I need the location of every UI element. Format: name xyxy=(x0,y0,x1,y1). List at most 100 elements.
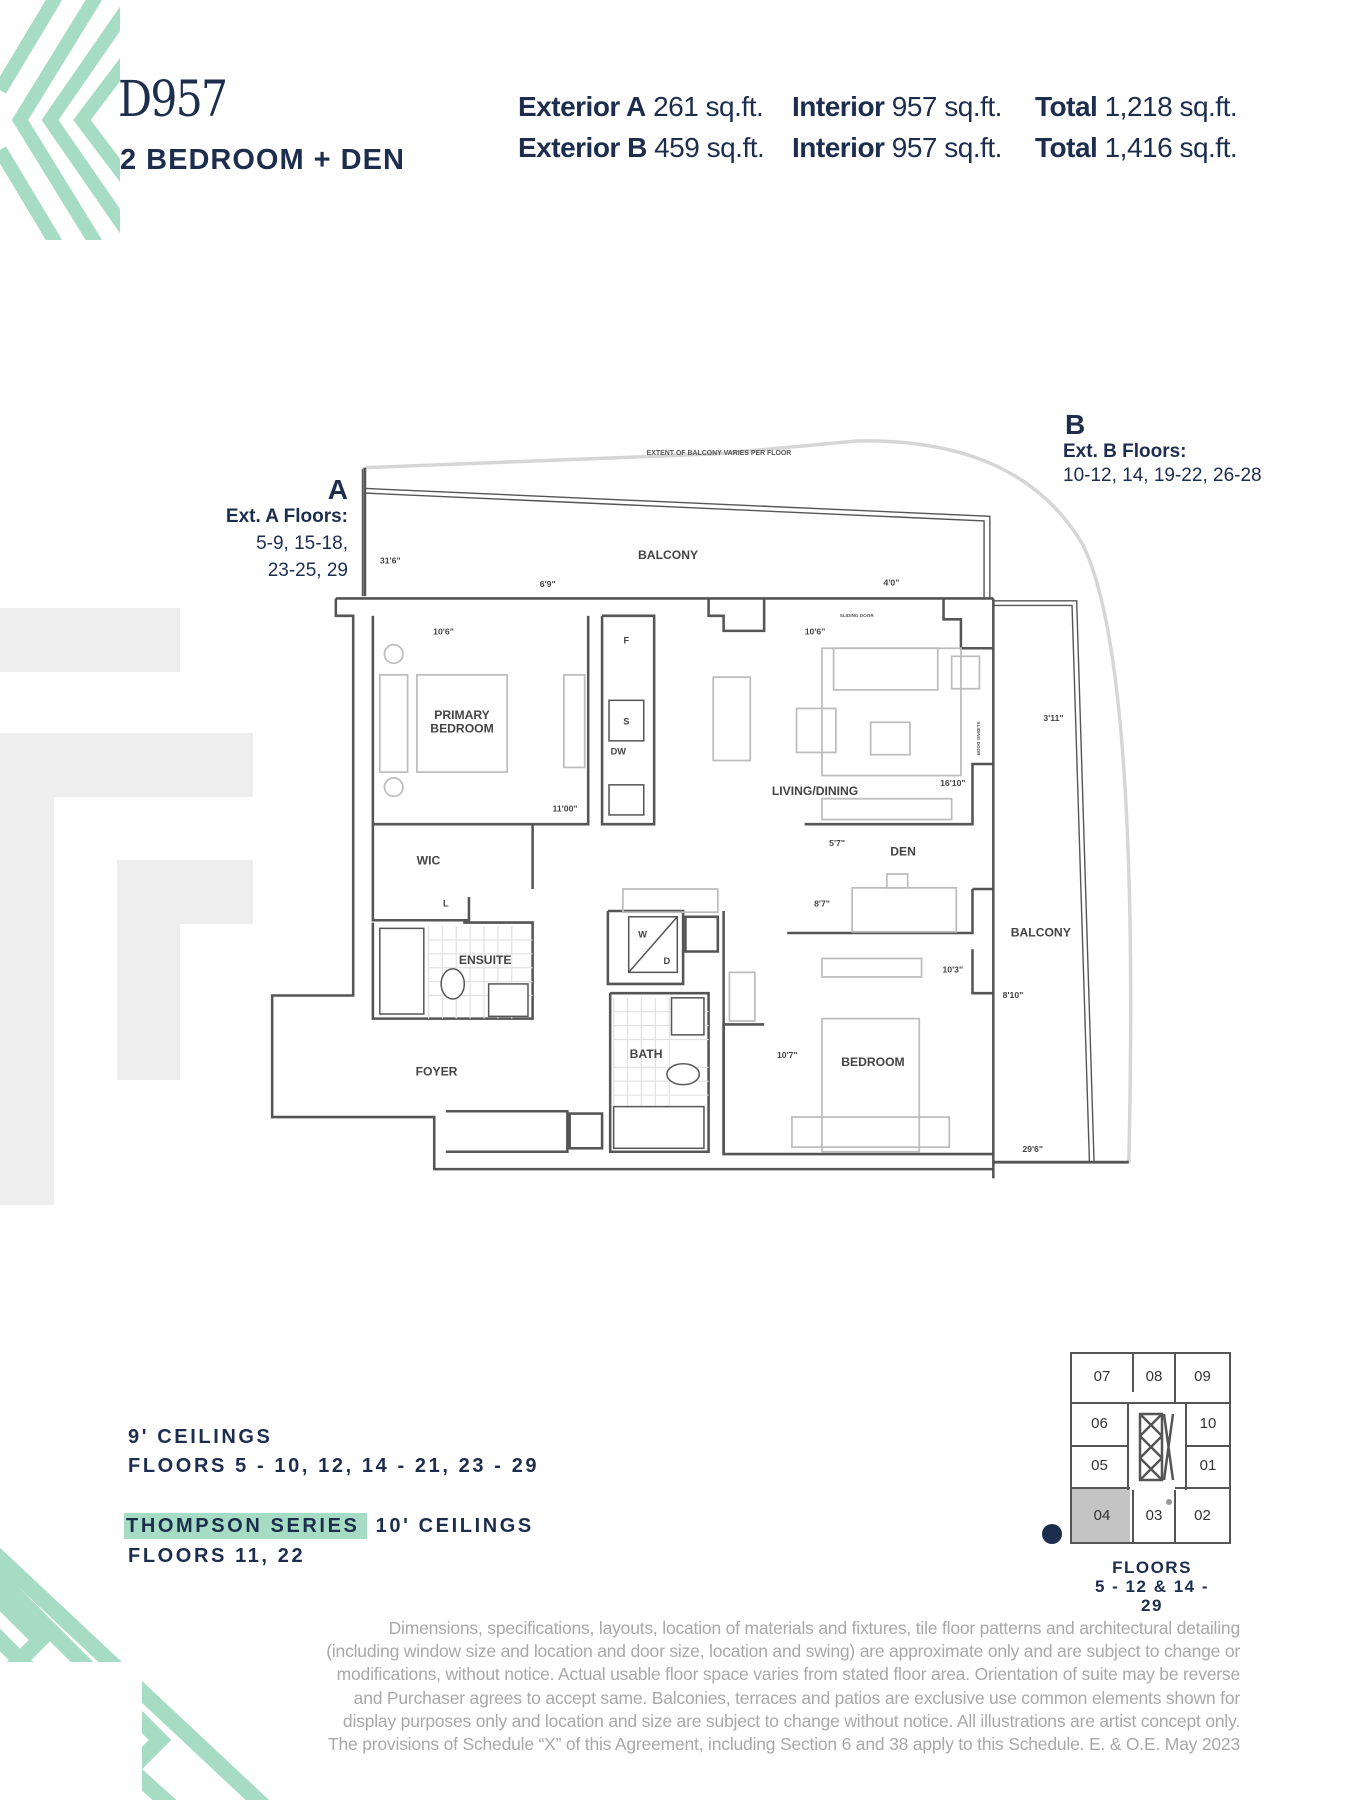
disclaimer-line: modifications, without notice. Actual us… xyxy=(336,1664,1241,1685)
dim-bedroom-width: 10'3" xyxy=(942,964,963,974)
total-value: 1,218 sq.ft. xyxy=(1104,91,1238,122)
unit-type: 2 BEDROOM + DEN xyxy=(120,144,405,176)
plumbing-fixtures xyxy=(379,699,705,1150)
unit-code: D957 xyxy=(118,70,228,128)
balcony-extent-line xyxy=(365,452,718,470)
exterior-a-title: Ext. A Floors: xyxy=(225,506,348,527)
exterior-a-letter: A xyxy=(327,474,348,505)
furniture xyxy=(378,643,981,1153)
room-label-bath: BATH xyxy=(630,1047,663,1061)
top-left-pattern xyxy=(0,0,120,240)
dim-bedroom-length: 10'7" xyxy=(777,1050,798,1060)
keyplan-unit: 07 xyxy=(1093,1368,1111,1385)
ceiling-standard-floors: FLOORS 5 - 10, 12, 14 - 21, 23 - 29 xyxy=(128,1455,540,1477)
ceiling-series-floors: FLOORS 11, 22 xyxy=(128,1545,306,1567)
total-label: Total xyxy=(1035,132,1098,163)
interior-label: Interior xyxy=(792,91,885,122)
note-sliding-door-1: SLIDING DOOR xyxy=(840,613,875,618)
exterior-a-legend: A Ext. A Floors: 5-9, 15-18, 23-25, 29 xyxy=(226,476,348,584)
room-label-foyer: FOYER xyxy=(416,1064,458,1078)
disclaimer-line: Dimensions, specifications, layouts, loc… xyxy=(388,1618,1241,1638)
interior-value: 957 sq.ft. xyxy=(891,91,1003,122)
keyplan-unit: 06 xyxy=(1091,1415,1108,1432)
disclaimer-line: The provisions of Schedule “X” of this A… xyxy=(327,1734,1240,1755)
keyplan-unit: 09 xyxy=(1194,1368,1211,1385)
exterior-label: Exterior B xyxy=(518,132,647,163)
ceiling-series-row: THOMPSON SERIES 10' CEILINGS xyxy=(124,1513,534,1539)
exterior-b-title: Ext. B Floors: xyxy=(1063,441,1187,462)
room-label-bedroom: BEDROOM xyxy=(841,1055,904,1069)
exterior-value: 459 sq.ft. xyxy=(654,132,765,163)
keyplan-unit: 01 xyxy=(1199,1457,1217,1474)
exterior-value: 261 sq.ft. xyxy=(653,91,764,122)
room-label-balcony-a: BALCONY xyxy=(638,548,698,562)
keyplan-highlight-unit xyxy=(1071,1488,1130,1543)
pattern-cutout xyxy=(0,1662,142,1800)
thompson-series-badge: THOMPSON SERIES xyxy=(124,1513,368,1539)
interior-value: 957 sq.ft. xyxy=(891,132,1003,163)
dim-balcony-a-window: 6'9" xyxy=(540,579,556,589)
fixture-dishwasher: DW xyxy=(611,747,627,757)
disclaimer-line: display purposes only and location and s… xyxy=(342,1710,1240,1731)
exterior-b-floors: 10-12, 14, 19-22, 26-28 xyxy=(1063,465,1262,486)
dim-balcony-b-length: 29'6" xyxy=(1022,1144,1043,1154)
fixture-fridge: F xyxy=(624,636,630,646)
keyplan-unit: 03 xyxy=(1145,1507,1163,1524)
exterior-label: Exterior A xyxy=(518,91,646,122)
dim-den-width: 5'7" xyxy=(829,838,845,848)
exterior-b-letter: B xyxy=(1065,409,1086,440)
keyplan-unit: 08 xyxy=(1145,1368,1163,1385)
balcony-railings xyxy=(361,467,1129,1164)
series-ceiling-height: 10' CEILINGS xyxy=(375,1515,534,1537)
keyplan-floors: FLOORS 5 - 12 & 14 - 29 xyxy=(1082,1558,1222,1615)
dim-living-width: 10'6" xyxy=(805,626,826,636)
total-value: 1,416 sq.ft. xyxy=(1104,132,1238,163)
fixture-linen: L xyxy=(443,898,449,908)
keyplan-unit: 02 xyxy=(1194,1507,1211,1524)
dim-living-length: 16'10" xyxy=(940,778,965,788)
room-label-den: DEN xyxy=(890,844,916,858)
room-label-wic: WIC xyxy=(417,854,441,868)
room-label-primary-1: PRIMARY xyxy=(434,708,490,722)
note-sliding-door-2: SLIDING DOOR xyxy=(976,722,981,757)
keyplan-unit-selected: 04 xyxy=(1093,1507,1111,1524)
dim-primary-length: 11'00" xyxy=(553,803,578,813)
ceiling-standard-label: 9' CEILINGS xyxy=(128,1426,273,1448)
tile-floors xyxy=(427,926,709,1106)
area-row-b: Exterior B 459 sq.ft. Interior 957 sq.ft.… xyxy=(518,132,1238,164)
keyplan-unit: 05 xyxy=(1091,1457,1108,1474)
dim-den-length: 8'7" xyxy=(814,898,830,908)
dim-balcony-b-mid: 8'10" xyxy=(1003,990,1024,1000)
disclaimer-line: (including window size and location and … xyxy=(326,1641,1240,1662)
interior-label: Interior xyxy=(792,132,885,163)
balcony-extent-curve xyxy=(717,439,1133,1164)
walls xyxy=(270,597,995,1179)
dim-primary-width: 10'6" xyxy=(433,626,454,636)
keyplan-floors-range: 5 - 12 & 14 - 29 xyxy=(1095,1577,1209,1615)
note-extent: EXTENT OF BALCONY VARIES PER FLOOR xyxy=(647,450,792,457)
keyplan-unit: 10 xyxy=(1199,1415,1217,1432)
exterior-b-legend: B Ext. B Floors: 10-12, 14, 19-22, 26-28 xyxy=(1063,411,1262,487)
room-label-living-dining: LIVING/DINING xyxy=(772,784,858,798)
area-row-a: Exterior A 261 sq.ft. Interior 957 sq.ft.… xyxy=(518,91,1238,123)
room-label-ensuite: ENSUITE xyxy=(459,953,512,967)
dim-balcony-b-width: 3'11" xyxy=(1043,713,1063,723)
exterior-a-floors-1: 5-9, 15-18, xyxy=(256,533,348,554)
fixture-dryer: D xyxy=(664,956,671,966)
fixture-stove: S xyxy=(623,717,629,727)
keyplan-floors-label: FLOORS xyxy=(1112,1558,1192,1577)
disclaimer: Dimensions, specifications, layouts, loc… xyxy=(200,1617,1240,1756)
exterior-a-floors-2: 23-25, 29 xyxy=(267,560,348,581)
orientation-dot-icon xyxy=(1042,1524,1062,1544)
dim-balcony-a-depth: 31'6" xyxy=(380,556,401,566)
room-label-balcony-b: BALCONY xyxy=(1011,925,1071,939)
fixture-washer: W xyxy=(638,930,647,940)
dim-living-door: 4'0" xyxy=(884,578,900,588)
grey-blocks xyxy=(0,608,253,1205)
room-label-primary-2: BEDROOM xyxy=(430,722,493,736)
elevator-core-icon xyxy=(1138,1412,1175,1482)
total-label: Total xyxy=(1035,91,1098,122)
